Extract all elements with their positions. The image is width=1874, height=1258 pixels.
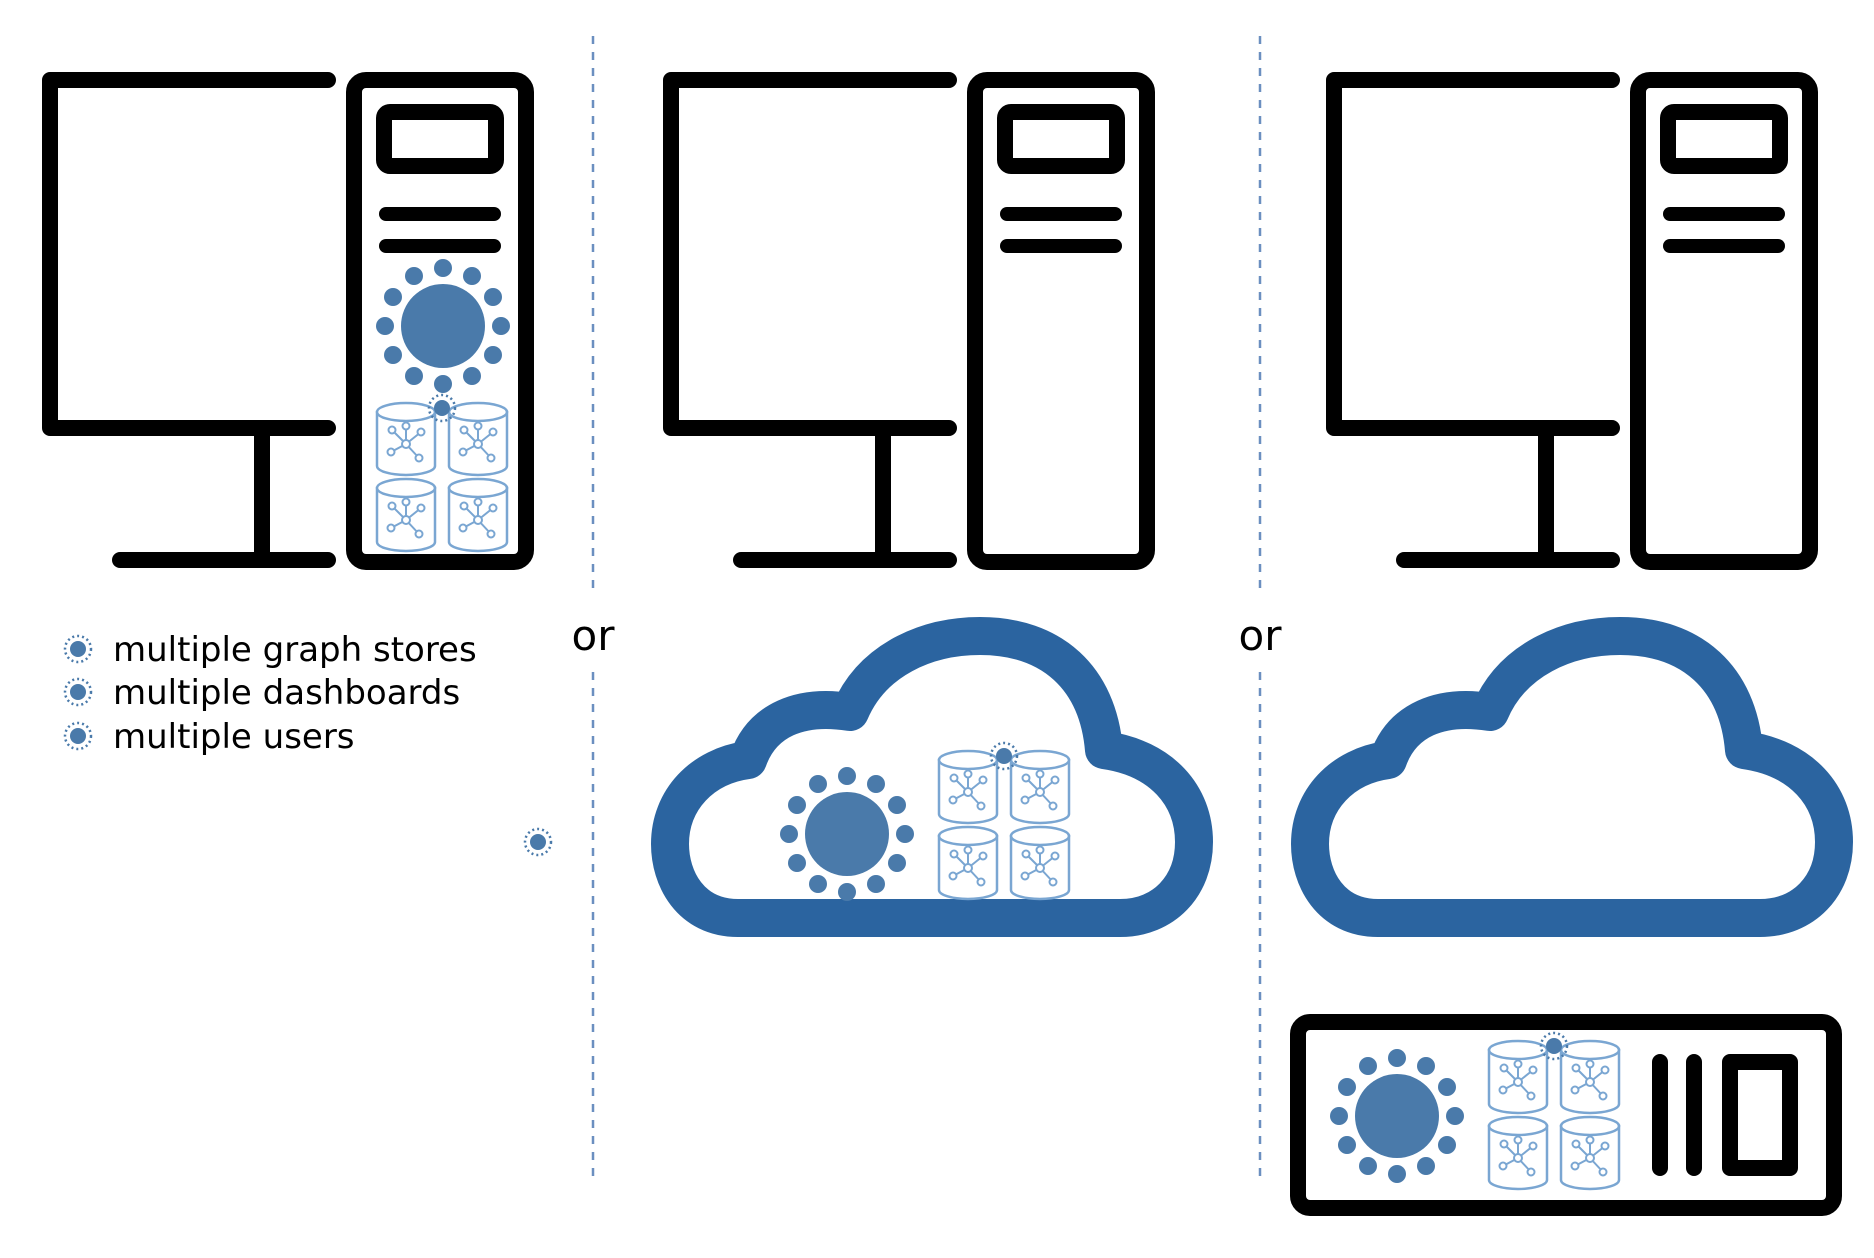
legend-item-label: multiple users — [113, 717, 355, 757]
graph-hub-icon — [63, 721, 93, 751]
graph-hub-icon — [1330, 1049, 1464, 1183]
list-item: multiple dashboards — [63, 673, 460, 713]
desktop-computer-icon — [1334, 80, 1810, 562]
rack-server-icon — [1290, 1014, 1842, 1216]
legend-item-label: multiple dashboards — [113, 673, 460, 713]
graph-hub-icon — [523, 827, 553, 857]
graph-hub-icon — [376, 259, 510, 393]
cloud-icon — [1310, 636, 1834, 918]
graph-database-icon — [939, 743, 1069, 899]
list-item: multiple users — [63, 717, 355, 757]
graph-hub-icon — [780, 767, 914, 901]
or-separator-left: or — [572, 611, 616, 660]
graph-database-icon — [377, 395, 507, 551]
graph-database-icon — [1489, 1033, 1619, 1189]
graph-hub-icon — [63, 677, 93, 707]
list-item: multiple graph stores — [63, 630, 477, 670]
legend-list: multiple graph stores multiple dashboard… — [63, 630, 477, 757]
desktop-computer-icon — [671, 80, 1147, 562]
desktop-computer-icon — [50, 80, 526, 562]
graph-hub-icon — [63, 634, 93, 664]
cloud-icon — [670, 636, 1194, 918]
legend-item-label: multiple graph stores — [113, 630, 477, 670]
or-separator-right: or — [1239, 611, 1283, 660]
